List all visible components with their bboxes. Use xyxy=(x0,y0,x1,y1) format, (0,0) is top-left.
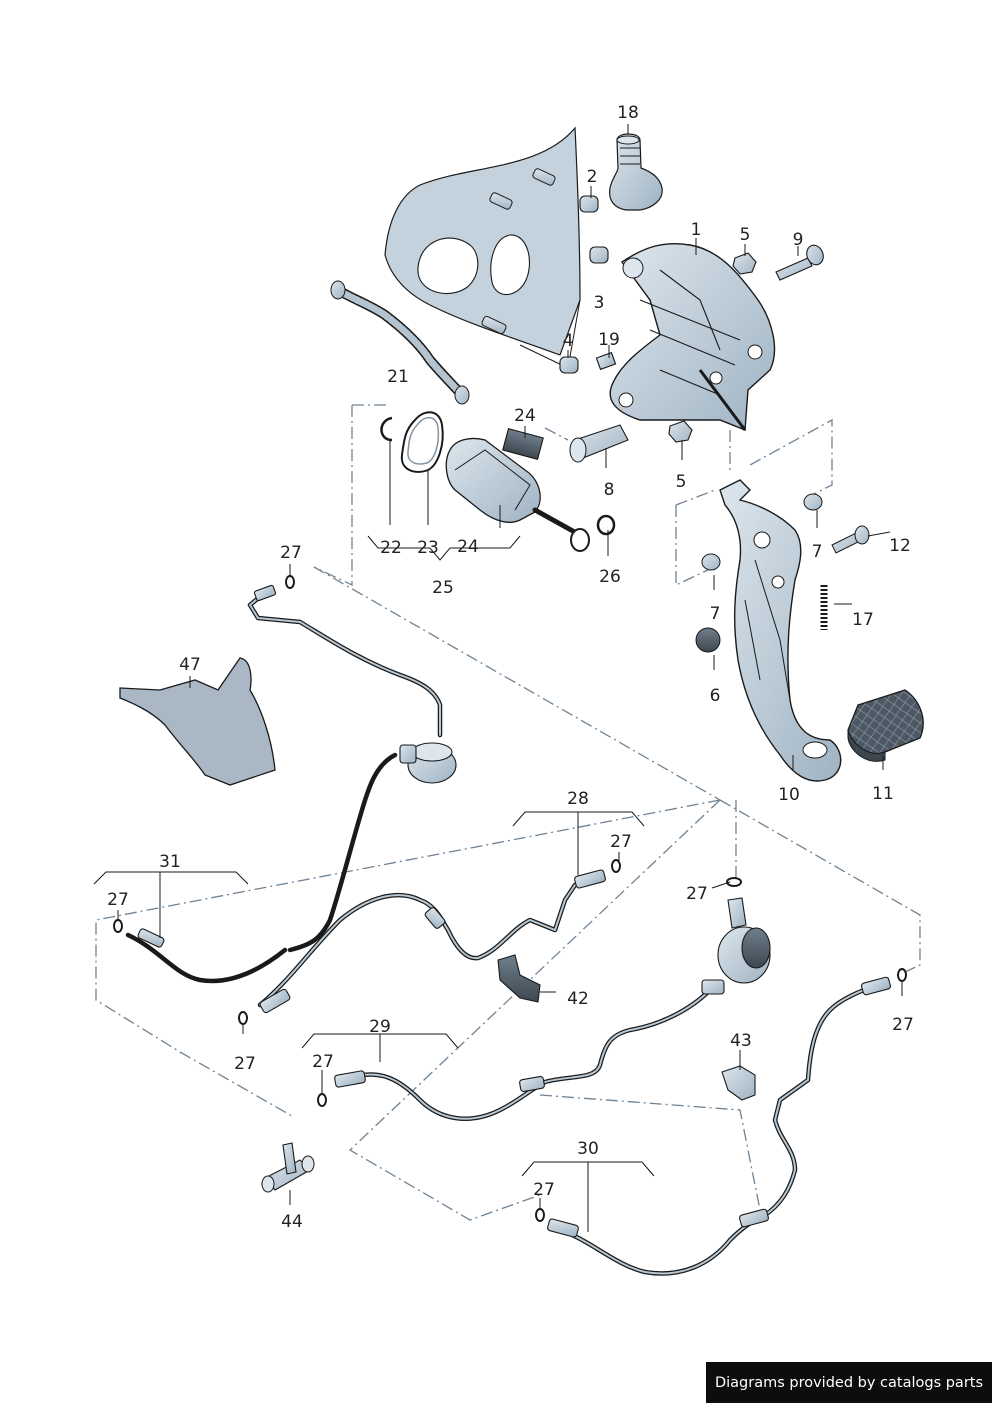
callout-27-bottom: 27 xyxy=(533,1180,555,1200)
callout-7-left: 7 xyxy=(709,604,721,624)
callout-30: 30 xyxy=(577,1139,599,1159)
callout-42: 42 xyxy=(567,989,589,1009)
callout-9: 9 xyxy=(792,230,804,250)
callout-47: 47 xyxy=(179,655,201,675)
callout-26: 26 xyxy=(599,567,621,587)
brackets-and-tee xyxy=(261,954,756,1193)
part-47-shield-plate xyxy=(119,657,276,786)
callout-22: 22 xyxy=(380,538,402,558)
part-19-clip xyxy=(595,351,617,371)
assembly-lines xyxy=(95,404,921,1221)
line-fittings xyxy=(137,584,891,1238)
leader-lines xyxy=(93,124,903,1232)
part-8-pushrod-bushing xyxy=(569,424,629,463)
bushings xyxy=(559,195,609,374)
callout-24-upper: 24 xyxy=(514,406,536,426)
callout-21: 21 xyxy=(387,367,409,387)
callout-5-lower: 5 xyxy=(675,472,687,492)
callout-7-right: 7 xyxy=(811,542,823,562)
pedal-small-parts xyxy=(695,493,870,653)
callout-8: 8 xyxy=(603,480,615,500)
callout-12: 12 xyxy=(889,536,911,556)
callout-43: 43 xyxy=(730,1031,752,1051)
callout-11: 11 xyxy=(872,784,894,804)
stud-bolts xyxy=(481,168,556,335)
callout-4: 4 xyxy=(562,331,574,351)
callout-3: 3 xyxy=(593,293,605,313)
part-1-pedal-bracket xyxy=(609,243,776,432)
callout-17: 17 xyxy=(852,610,874,630)
callout-2: 2 xyxy=(586,167,598,187)
credit-banner: Diagrams provided by catalogs parts xyxy=(706,1362,992,1403)
callout-18: 18 xyxy=(617,103,639,123)
callout-23: 23 xyxy=(417,538,439,558)
part-18-reservoir xyxy=(609,133,663,211)
callout-27-left: 27 xyxy=(107,890,129,910)
master-cylinder-assembly xyxy=(380,411,616,552)
part-21-braided-hose xyxy=(330,280,470,405)
callout-27-line29: 27 xyxy=(312,1052,334,1072)
callout-27-top: 27 xyxy=(280,543,302,563)
callout-28: 28 xyxy=(567,789,589,809)
callout-6: 6 xyxy=(709,686,721,706)
callout-1: 1 xyxy=(690,220,702,240)
callout-31: 31 xyxy=(159,852,181,872)
callout-5-upper: 5 xyxy=(739,225,751,245)
callout-27-slave: 27 xyxy=(686,884,708,904)
callout-24-lower: 24 xyxy=(457,537,479,557)
callout-10: 10 xyxy=(778,785,800,805)
line-highlights xyxy=(248,594,881,1275)
nuts-and-bolt xyxy=(668,244,824,443)
callout-25: 25 xyxy=(432,578,454,598)
callout-19: 19 xyxy=(598,330,620,350)
firewall-bulkhead xyxy=(384,126,581,369)
part-11-pedal-pad xyxy=(847,689,924,762)
callout-44: 44 xyxy=(281,1212,303,1232)
callout-27-far-right: 27 xyxy=(892,1015,914,1035)
callout-27-mid-left: 27 xyxy=(234,1054,256,1074)
part-10-clutch-pedal xyxy=(719,479,842,782)
callout-29: 29 xyxy=(369,1017,391,1037)
callout-27-mid-right: 27 xyxy=(610,832,632,852)
